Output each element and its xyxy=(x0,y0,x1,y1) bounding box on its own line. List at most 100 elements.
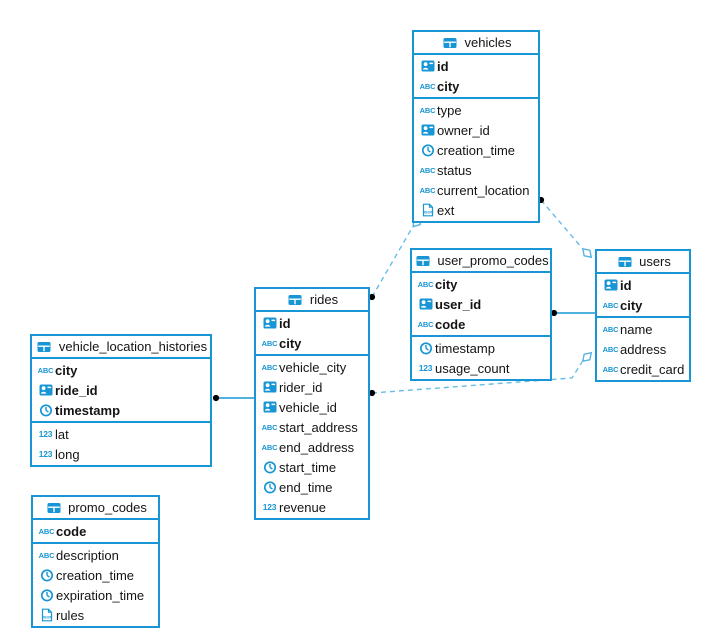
table-header: user_promo_codes xyxy=(412,250,550,273)
field-row-rider_id: rider_id xyxy=(256,377,368,397)
field-name: lat xyxy=(55,426,69,442)
field-name: ride_id xyxy=(55,382,98,398)
id-badge-icon xyxy=(601,278,620,292)
table-title: user_promo_codes xyxy=(437,253,549,268)
field-name: ext xyxy=(437,202,455,218)
abc-icon: ABC xyxy=(419,185,436,195)
relationship-vehicle_location_histories-rides[interactable] xyxy=(212,394,256,402)
abc-icon: ABC xyxy=(417,279,434,289)
field-row-user_id: user_id xyxy=(412,294,550,314)
field-name: end_address xyxy=(279,439,355,455)
relation-diamond-marker xyxy=(581,351,593,363)
field-row-timestamp: timestamp xyxy=(412,338,550,358)
field-name: vehicle_city xyxy=(279,359,347,375)
field-row-ride_id: ride_id xyxy=(32,380,210,400)
table-title: rides xyxy=(309,292,339,307)
table-icon xyxy=(286,293,305,307)
field-name: code xyxy=(435,316,466,332)
svg-text:JSON: JSON xyxy=(422,210,433,215)
id-badge-icon xyxy=(260,400,279,414)
relationship-user_promo_codes-users[interactable] xyxy=(550,309,597,317)
table-title: users xyxy=(639,254,671,269)
field-name: city xyxy=(437,78,460,94)
abc-icon: ABC xyxy=(261,422,278,432)
field-name: code xyxy=(56,523,87,539)
clock-icon xyxy=(36,403,55,417)
field-name: id xyxy=(437,58,449,74)
relation-diamond-marker xyxy=(581,247,593,259)
abc-icon: ABC xyxy=(417,319,434,329)
abc-icon: ABC xyxy=(38,550,55,560)
abc-icon: ABC xyxy=(261,362,278,372)
field-name: rider_id xyxy=(279,379,323,395)
field-name: city xyxy=(435,276,458,292)
id-badge-icon xyxy=(260,316,279,330)
number-123-icon: 123 xyxy=(262,502,277,512)
relation-dot-marker xyxy=(212,394,220,402)
clock-icon xyxy=(418,143,437,157)
clock-icon xyxy=(260,480,279,494)
field-row-creation_time: creation_time xyxy=(414,140,538,160)
abc-icon: ABC xyxy=(419,165,436,175)
id-badge-icon xyxy=(418,123,437,137)
field-row-id: id xyxy=(256,313,368,333)
id-badge-icon xyxy=(36,383,55,397)
table-header: users xyxy=(597,251,689,274)
field-row-creation_time: creation_time xyxy=(33,565,158,585)
field-name: usage_count xyxy=(435,360,510,376)
table-icon xyxy=(441,36,460,50)
field-name: id xyxy=(620,277,632,293)
id-badge-icon xyxy=(260,380,279,394)
field-name: timestamp xyxy=(435,340,495,356)
json-icon: JSON xyxy=(37,608,56,622)
field-row-timestamp: timestamp xyxy=(32,400,210,420)
json-icon: JSON xyxy=(418,203,437,217)
table-icon xyxy=(35,340,54,354)
field-name: timestamp xyxy=(55,402,121,418)
field-name: city xyxy=(55,362,78,378)
abc-icon: ABC xyxy=(261,338,278,348)
abc-icon: ABC xyxy=(37,365,54,375)
field-name: current_location xyxy=(437,182,530,198)
field-name: start_address xyxy=(279,419,358,435)
field-row-end_time: end_time xyxy=(256,477,368,497)
field-name: owner_id xyxy=(437,122,490,138)
table-header: promo_codes xyxy=(33,497,158,520)
field-row-start_time: start_time xyxy=(256,457,368,477)
field-name: expiration_time xyxy=(56,587,145,603)
clock-icon xyxy=(416,341,435,355)
abc-icon: ABC xyxy=(38,526,55,536)
field-name: creation_time xyxy=(437,142,516,158)
table-icon xyxy=(413,254,432,268)
field-row-vehicle_id: vehicle_id xyxy=(256,397,368,417)
table-header: vehicles xyxy=(414,32,538,55)
id-badge-icon xyxy=(416,297,435,311)
field-name: start_time xyxy=(279,459,337,475)
